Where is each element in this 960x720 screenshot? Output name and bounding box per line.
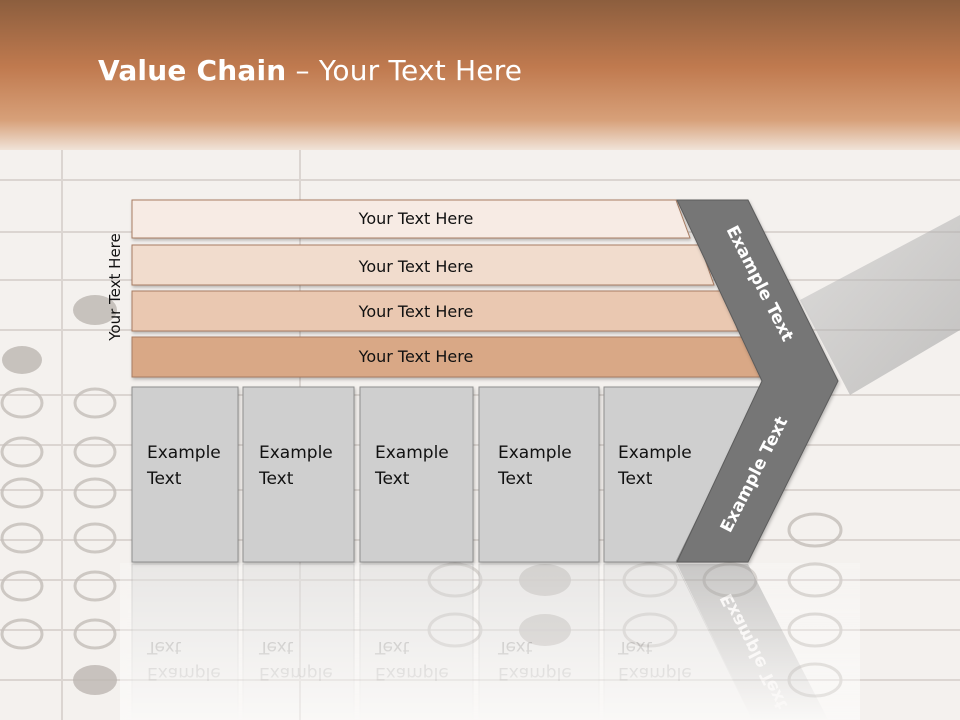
title-bold-part: Value Chain — [98, 54, 287, 87]
primary-activity-boxes — [131, 386, 763, 563]
activity-box-text: Text — [497, 469, 533, 489]
activity-box-text: Text — [617, 469, 653, 489]
support-row: Your Text Here — [131, 336, 763, 378]
page-title: Value Chain – Your Text Here — [98, 54, 522, 87]
support-row-label: Your Text Here — [358, 209, 474, 228]
activity-box — [131, 386, 239, 563]
support-rows: Your Text Here Your Text Here Your Text … — [131, 199, 763, 378]
support-row-shape — [131, 244, 715, 286]
activity-box — [242, 386, 355, 563]
support-row: Your Text Here — [131, 290, 739, 332]
title-rest-part: – Your Text Here — [286, 54, 523, 87]
margin-chevron-shape — [676, 199, 839, 563]
activity-box-labels: Example Text Example Text Example Text E… — [146, 443, 692, 489]
diagram-reflection: Example Text Example Text Example Text E… — [120, 563, 860, 720]
activity-box-text: Text — [146, 469, 182, 489]
support-row: Your Text Here — [131, 244, 715, 286]
activity-box-text: Example — [618, 443, 692, 463]
activity-box-text: Example — [498, 443, 572, 463]
activity-box-text: Text — [258, 469, 294, 489]
support-row-shape — [131, 199, 691, 239]
activity-box-text: Example — [147, 443, 221, 463]
activity-box — [359, 386, 474, 563]
support-row-label: Your Text Here — [358, 302, 474, 321]
activity-box-text: Text — [374, 469, 410, 489]
support-row-label: Your Text Here — [358, 257, 474, 276]
activity-box-text: Example — [375, 443, 449, 463]
activity-box — [478, 386, 600, 563]
margin-chevron — [676, 199, 839, 563]
activity-box-text: Example — [259, 443, 333, 463]
activity-box-last — [603, 386, 763, 563]
support-row-label: Your Text Here — [358, 347, 474, 366]
support-row: Your Text Here — [131, 199, 691, 239]
